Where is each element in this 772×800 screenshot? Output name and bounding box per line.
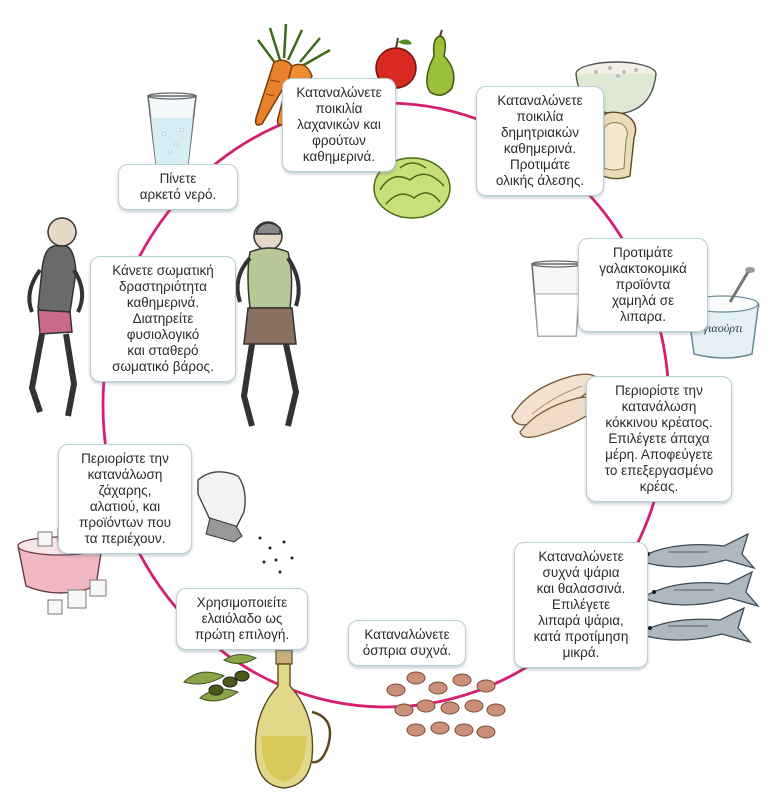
tip-vegetables-fruits: Καταναλώνετε ποικιλία λαχανικών και φρού… [282, 78, 396, 172]
water-glass-icon [147, 92, 197, 165]
tip-fish: Καταναλώνετε συχνά ψάρια και θαλασσινά. … [514, 542, 648, 668]
cereal-bowl-bread-icon [575, 61, 657, 180]
tip-exercise: Κάνετε σωματική δραστηριότητα καθημερινά… [90, 256, 236, 382]
beans-icon [386, 671, 506, 739]
tip-red-meat: Περιορίστε την κατανάλωση κόκκινου κρέατ… [586, 376, 732, 502]
tip-sugar-salt: Περιορίστε την κατανάλωση ζάχαρης, αλατι… [58, 444, 192, 554]
tip-legumes: Καταναλώνετε όσπρια συχνά. [348, 620, 466, 666]
lettuce-icon [373, 157, 451, 219]
olive-oil-bottle-icon [183, 649, 332, 789]
yogurt-label: γιαούρτι [703, 321, 742, 335]
fish-icon [634, 532, 760, 644]
joggers-icon [27, 217, 301, 427]
tip-water: Πίνετε αρκετό νερό. [118, 164, 238, 210]
tip-dairy: Προτιμάτε γαλακτοκομικά προϊόντα χαμηλά … [578, 238, 708, 332]
tip-cereals: Καταναλώνετε ποικιλία δημητριακών καθημε… [476, 86, 604, 196]
tip-olive-oil: Χρησιμοποιείτε ελαιόλαδο ως πρώτη επιλογ… [176, 588, 308, 650]
